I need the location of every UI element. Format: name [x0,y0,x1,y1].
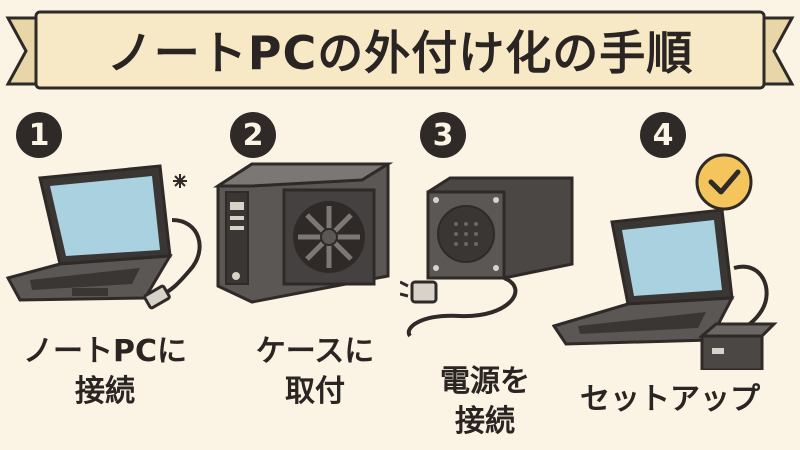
step-4-label-line1: セットアップ [580,382,760,417]
step-4-label: セットアップ [555,380,785,420]
step-3-label-line2: 接続 [455,404,515,439]
step-3-label: 電源を 接続 [395,362,575,442]
laptop-icon [5,164,202,310]
setup-laptop-icon [552,153,778,370]
step-2-number: 2 [230,112,276,158]
step-1-label-line2: 接続 [75,374,135,409]
step-2-label: ケースに 取付 [215,332,415,412]
pc-case-icon [212,162,394,304]
step-3-number: 3 [420,112,466,158]
step-2-label-line1: ケースに [255,334,375,369]
step-2-label-line2: 取付 [285,374,345,409]
title-banner [5,10,795,90]
step-3-label-line1: 電源を [440,364,530,399]
page-title: ノートPCの外付け化の手順 [106,26,694,80]
step-1-label-line1: ノートPCに [22,334,187,369]
check-icon [695,153,753,211]
step-4-number: 4 [640,112,686,158]
power-brick-icon [400,176,574,338]
step-1-label: ノートPCに 接続 [0,332,210,412]
step-1-number: 1 [16,112,62,158]
